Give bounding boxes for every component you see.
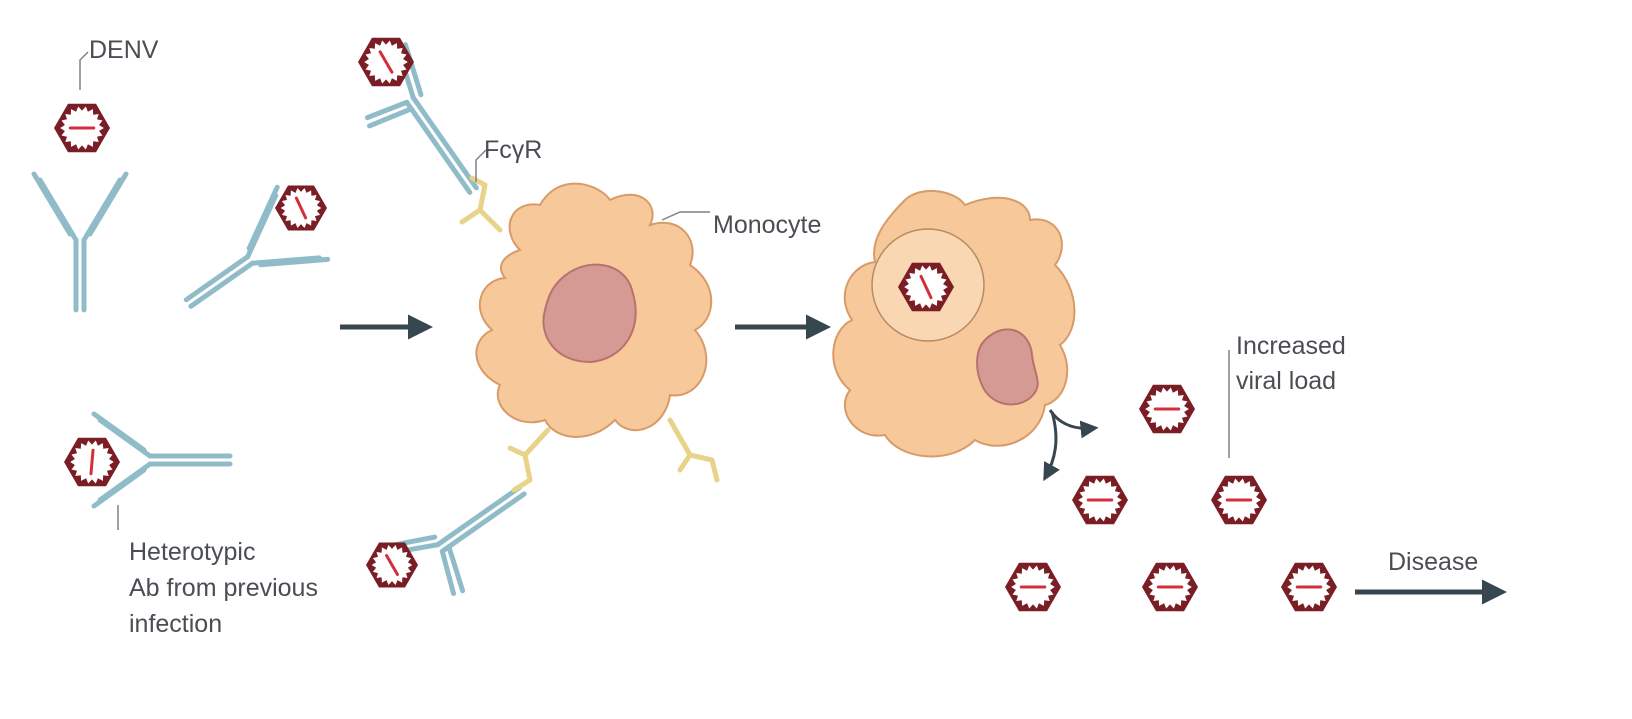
- virus-particle-icon: [275, 185, 327, 231]
- virus-particle-icon: [1139, 384, 1195, 434]
- virus-particle-icon: [64, 437, 120, 487]
- denv-label: DENV: [89, 36, 159, 64]
- monocyte-leader-line: [661, 211, 710, 221]
- virus-particle-icon: [1281, 562, 1337, 612]
- heterotypic-label-line3: infection: [129, 610, 222, 638]
- fc-gamma-receptor-icon: [667, 417, 720, 483]
- nucleus: [976, 328, 1039, 406]
- release-arrow-icon: [1043, 411, 1060, 482]
- denv-leader-line: [79, 51, 89, 90]
- antibody-icon: [91, 411, 233, 509]
- virus-particle-icon: [1142, 562, 1198, 612]
- antibody-icon: [31, 171, 129, 313]
- virus-particle-icon: [1005, 562, 1061, 612]
- nucleus: [542, 263, 637, 364]
- virus-particle-icon: [1211, 475, 1267, 525]
- antibody-icon: [183, 184, 331, 309]
- virus-particle-icon: [366, 542, 418, 588]
- viral-load-label-line2: viral load: [1236, 367, 1336, 395]
- heterotypic-label-line2: Ab from previous: [129, 574, 318, 602]
- fcgr-label: FcγR: [484, 136, 542, 164]
- heterotypic-label-line1: Heterotypic: [129, 538, 255, 566]
- virus-particle-icon: [358, 37, 414, 87]
- virus-particle-icon: [54, 103, 110, 153]
- monocyte-cell: [475, 182, 713, 438]
- viral-load-label-line1: Increased: [1236, 332, 1346, 360]
- antibody-icon: [383, 484, 527, 596]
- disease-label: Disease: [1388, 548, 1478, 576]
- monocyte-label: Monocyte: [713, 211, 821, 239]
- fc-gamma-receptor-icon: [507, 427, 551, 493]
- virus-particle-icon: [898, 262, 954, 312]
- fcgr-leader-line: [475, 149, 487, 182]
- release-arrow-icon: [1048, 409, 1099, 439]
- virus-particle-icon: [1072, 475, 1128, 525]
- infected-monocyte-cell: [832, 189, 1076, 458]
